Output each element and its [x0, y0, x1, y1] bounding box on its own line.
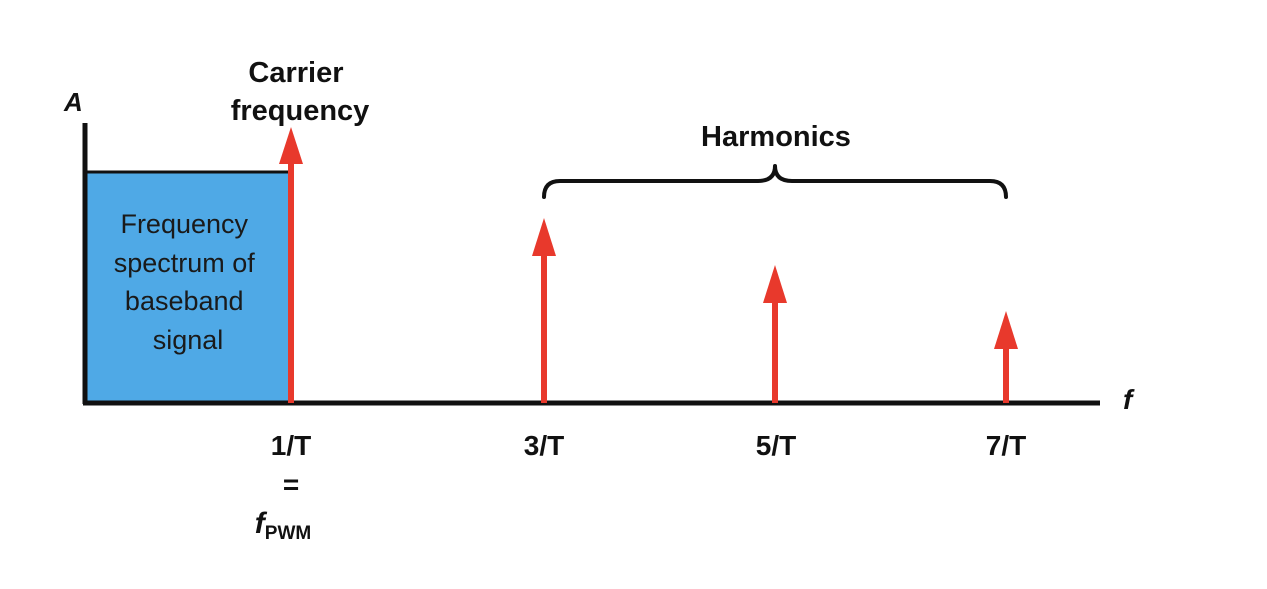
carrier-arrow-head: [279, 127, 303, 164]
tick-label-7t: 7/T: [986, 430, 1026, 461]
harmonic-arrow-5: [763, 265, 787, 403]
carrier-arrow: [279, 127, 303, 403]
tick-label-3t: 3/T: [524, 430, 564, 461]
tick-label-1t: 1/T: [271, 430, 311, 461]
carrier-label-line-1: Carrier: [248, 57, 343, 89]
harmonic-arrow-7-head: [994, 311, 1018, 349]
x-axis-label: f: [1123, 384, 1135, 415]
carrier-label: Carrier frequency: [231, 57, 370, 127]
tick-label-5t: 5/T: [756, 430, 796, 461]
baseband-label-line-4: signal: [153, 325, 224, 355]
baseband-label-line-1: Frequency: [120, 209, 248, 239]
baseband-label-line-2: spectrum of: [114, 248, 256, 278]
fpwm-subscript: PWM: [265, 523, 311, 544]
harmonics-brace: [542, 164, 1008, 199]
harmonic-arrow-5-head: [763, 265, 787, 303]
carrier-label-line-2: frequency: [231, 95, 370, 127]
fpwm-main: f: [255, 507, 268, 540]
tick-label-equals: =: [283, 469, 299, 500]
harmonic-arrow-7: [994, 311, 1018, 403]
tick-label-fpwm: fPWM: [255, 507, 311, 544]
harmonic-arrow-3-head: [532, 218, 556, 256]
baseband-label: Frequency spectrum of baseband signal: [114, 209, 263, 355]
harmonics-label: Harmonics: [701, 121, 851, 153]
harmonic-arrow-3: [532, 218, 556, 403]
y-axis-label: A: [63, 87, 83, 117]
baseband-spectrum-block: [83, 170, 293, 405]
baseband-label-line-3: baseband: [125, 286, 244, 316]
